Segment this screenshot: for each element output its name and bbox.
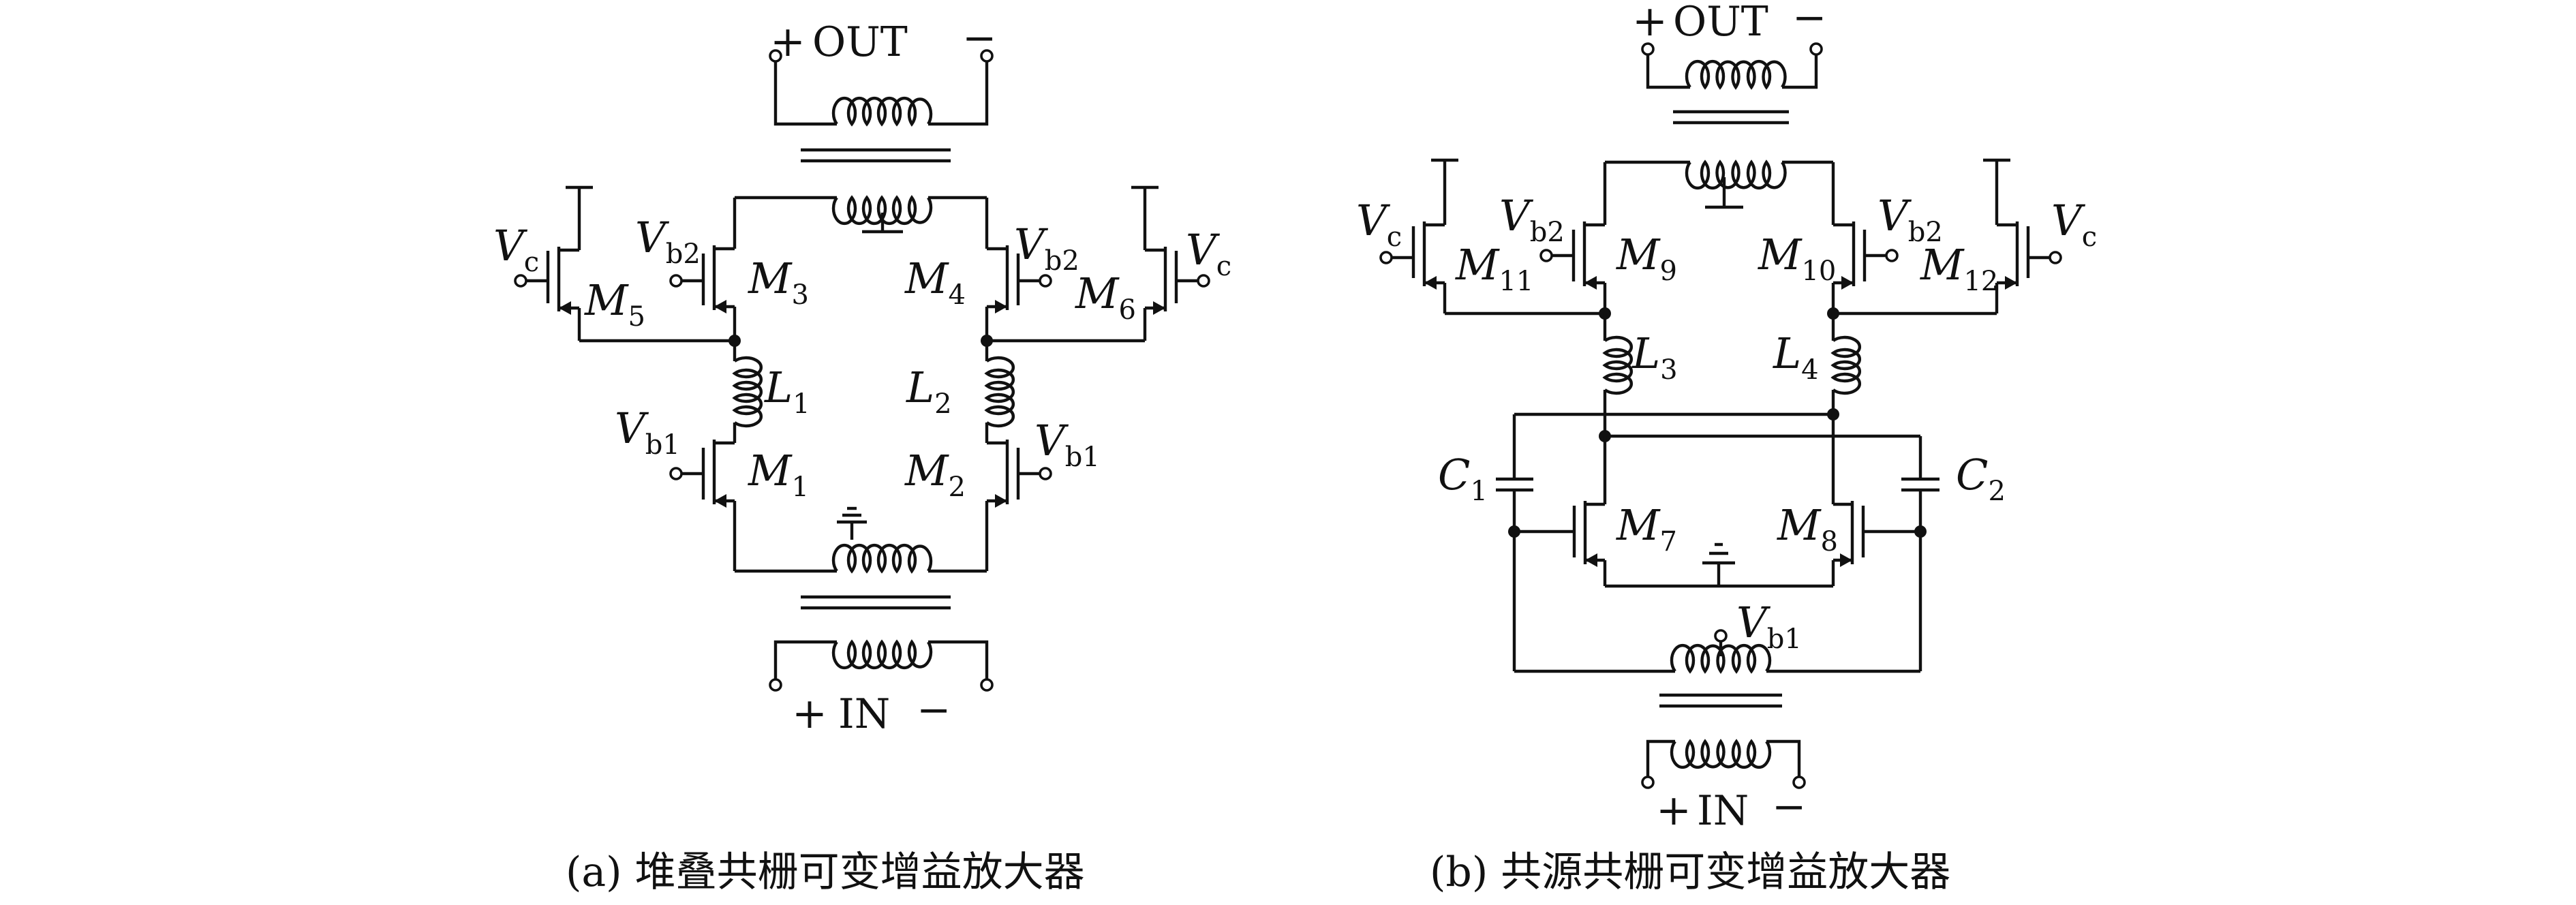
label-vb1-b: Vb1 [1736, 598, 1802, 655]
label-c2: C2 [1956, 450, 2006, 507]
input-transformer-b: + IN − [1514, 629, 1920, 835]
in-minus-terminal [980, 678, 994, 692]
l2-inductor [984, 356, 1015, 428]
label-m5: M5 [584, 275, 645, 333]
left-branch-a [514, 185, 837, 573]
left-top-b [1379, 158, 1634, 436]
m8-arrow [1840, 553, 1852, 567]
out-minus-terminal [980, 49, 994, 63]
in-minus-sign: − [917, 686, 951, 734]
l4-inductor [1830, 335, 1862, 395]
out-label-b: OUT [1673, 0, 1768, 46]
in-plus-sign: + [792, 688, 827, 738]
l3-inductor [1602, 335, 1634, 395]
label-m8: M8 [1777, 500, 1838, 557]
label-vb2-right-b: Vb2 [1877, 191, 1943, 248]
label-l4: L4 [1773, 328, 1819, 386]
label-m3: M3 [748, 254, 809, 311]
out-label-a: OUT [812, 18, 908, 66]
input-transformer-a: + IN − [769, 506, 994, 738]
out-plus-terminal-b [1641, 42, 1655, 56]
out-minus-terminal-b [1809, 42, 1823, 56]
label-m2: M2 [904, 446, 966, 503]
label-m4: M4 [904, 254, 966, 311]
circuit-b-cascode-vga: + OUT − [1356, 0, 2097, 835]
out-plus-terminal [769, 49, 782, 63]
out-plus-sign-b: + [1632, 0, 1668, 46]
label-vc-left-b: Vc [1356, 196, 1402, 253]
label-l1: L1 [764, 363, 810, 420]
output-transformer-a: + OUT − [735, 14, 996, 234]
m4-arrow [995, 300, 1007, 313]
out-minus-sign: − [962, 14, 996, 62]
m9-arrow [1584, 276, 1597, 290]
label-vc-right-b: Vc [2051, 196, 2097, 253]
m5-arrow [559, 301, 571, 315]
m6-arrow [1153, 301, 1165, 315]
label-l3: L3 [1631, 328, 1678, 386]
m1-arrow [714, 494, 726, 508]
label-m10: M10 [1758, 230, 1836, 287]
label-vb1-right-a: Vb1 [1034, 416, 1100, 473]
label-m12: M12 [1920, 240, 1998, 297]
in-label-b: IN [1697, 787, 1749, 835]
labels-b: Vc M11 Vb2 M9 M10 Vb2 M12 Vc L3 L4 C1 C2… [1356, 191, 2097, 655]
label-m9: M9 [1616, 230, 1677, 287]
label-m7: M7 [1616, 500, 1677, 557]
label-vb2-right-a: Vb2 [1014, 219, 1079, 277]
in-label-a: IN [838, 690, 890, 738]
label-m1: M1 [748, 446, 809, 503]
node-right-a [981, 335, 993, 347]
caption-a: (a) 堆叠共栅可变增益放大器 [566, 848, 1085, 896]
label-vc-left-a: Vc [493, 221, 539, 278]
output-transformer-b: + OUT − [1605, 0, 1833, 209]
caption-b: (b) 共源共栅可变增益放大器 [1430, 848, 1950, 896]
m12-arrow [2005, 276, 2017, 290]
label-vb2-left-a: Vb2 [635, 213, 701, 270]
out-minus-sign-b: − [1792, 0, 1826, 42]
in-minus-terminal-b [1792, 776, 1806, 789]
right-branch-a [928, 185, 1210, 573]
in-minus-sign-b: − [1772, 783, 1806, 831]
l1-inductor [732, 356, 763, 428]
m7-arrow [1585, 553, 1597, 567]
circuit-a-stacked-common-gate-vga: + OUT − [493, 14, 1231, 738]
label-c1: C1 [1438, 450, 1488, 507]
input-stage-b [1496, 408, 1939, 671]
right-top-b [1827, 158, 2062, 414]
labels-a: Vc M5 Vb2 M3 M4 Vb2 M6 Vc L1 L2 Vb1 M1 M… [493, 213, 1231, 503]
label-m11: M11 [1455, 240, 1533, 297]
node-left-a [729, 335, 741, 347]
label-m6: M6 [1075, 269, 1136, 326]
m10-arrow [1841, 276, 1854, 290]
m2-arrow [995, 494, 1007, 508]
m11-arrow [1424, 276, 1437, 290]
in-plus-terminal [769, 678, 782, 692]
in-plus-sign-b: + [1656, 785, 1691, 835]
label-vb1-left-a: Vb1 [615, 403, 680, 461]
label-vb2-left-b: Vb2 [1499, 191, 1565, 248]
label-l2: L2 [906, 363, 952, 420]
m3-arrow [714, 300, 726, 313]
out-plus-sign: + [770, 16, 806, 66]
label-vc-right-a: Vc [1186, 225, 1231, 282]
in-plus-terminal-b [1641, 776, 1655, 789]
